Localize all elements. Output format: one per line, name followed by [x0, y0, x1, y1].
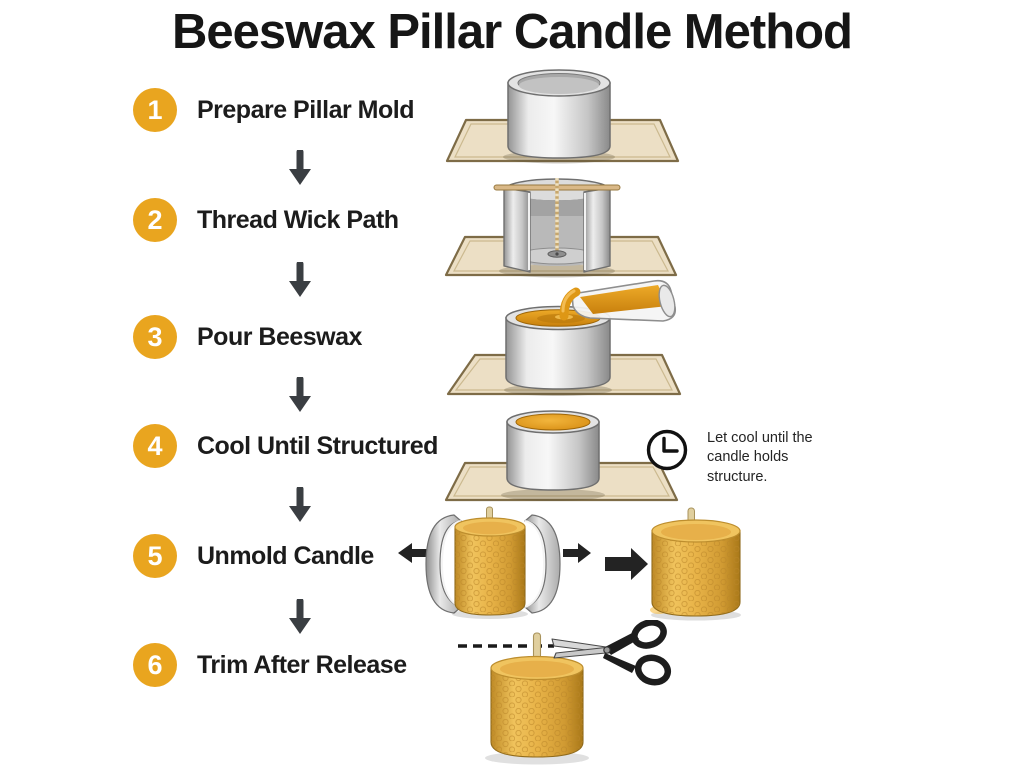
- trim-candle-illustration: [458, 620, 672, 765]
- left-arrow-icon: [398, 543, 431, 563]
- pillar-mold: [506, 410, 600, 491]
- cooling-wax-surface: [515, 413, 591, 431]
- step-row-2: 2 Thread Wick Path: [133, 198, 399, 242]
- wick-threaded-mold-illustration: [444, 178, 678, 278]
- down-arrow-icon: [289, 377, 311, 412]
- down-arrow-icon: [289, 487, 311, 522]
- step-row-1: 1 Prepare Pillar Mold: [133, 88, 414, 132]
- empty-mold-illustration: [445, 69, 680, 164]
- finished-candle: [650, 507, 741, 621]
- unmolded-candle: [452, 506, 528, 619]
- step-number-badge: 3: [133, 315, 177, 359]
- page-title: Beeswax Pillar Candle Method: [172, 5, 853, 59]
- step-label: Pour Beeswax: [197, 322, 362, 351]
- step-label: Cool Until Structured: [197, 431, 438, 460]
- pour-stream: [559, 287, 581, 321]
- step-row-4: 4 Cool Until Structured: [133, 424, 438, 468]
- step-row-3: 3 Pour Beeswax: [133, 315, 362, 359]
- unmold-sequence-illustration: [398, 506, 741, 621]
- step-label: Prepare Pillar Mold: [197, 95, 414, 124]
- down-arrow-icon: [289, 599, 311, 634]
- step-number-badge: 1: [133, 88, 177, 132]
- down-arrow-icon: [289, 150, 311, 185]
- step-label: Trim After Release: [197, 650, 407, 679]
- step-label: Unmold Candle: [197, 541, 374, 570]
- cooling-note: Let cool until the candle holds structur…: [707, 430, 813, 485]
- split-mold-left: [425, 514, 462, 614]
- step-number-badge: 5: [133, 534, 177, 578]
- scissors-icon: [551, 620, 672, 686]
- cooling-mold-illustration: [444, 410, 679, 502]
- step-number-badge: 6: [133, 643, 177, 687]
- step-number-badge: 4: [133, 424, 177, 468]
- step-label: Thread Wick Path: [197, 205, 399, 234]
- step-number-badge: 2: [133, 198, 177, 242]
- step-row-6: 6 Trim After Release: [133, 643, 407, 687]
- right-arrow-icon: [563, 543, 591, 563]
- trimmed-candle: [485, 632, 589, 765]
- down-arrow-icon: [289, 262, 311, 297]
- wax-pitcher: [559, 279, 677, 322]
- split-mold-right: [524, 514, 561, 614]
- pour-beeswax-illustration: [446, 279, 682, 396]
- wick: [547, 178, 567, 258]
- clock-icon: [646, 429, 688, 471]
- step-row-5: 5 Unmold Candle: [133, 534, 374, 578]
- result-arrow-icon: [605, 548, 648, 580]
- pillar-mold: [507, 69, 611, 159]
